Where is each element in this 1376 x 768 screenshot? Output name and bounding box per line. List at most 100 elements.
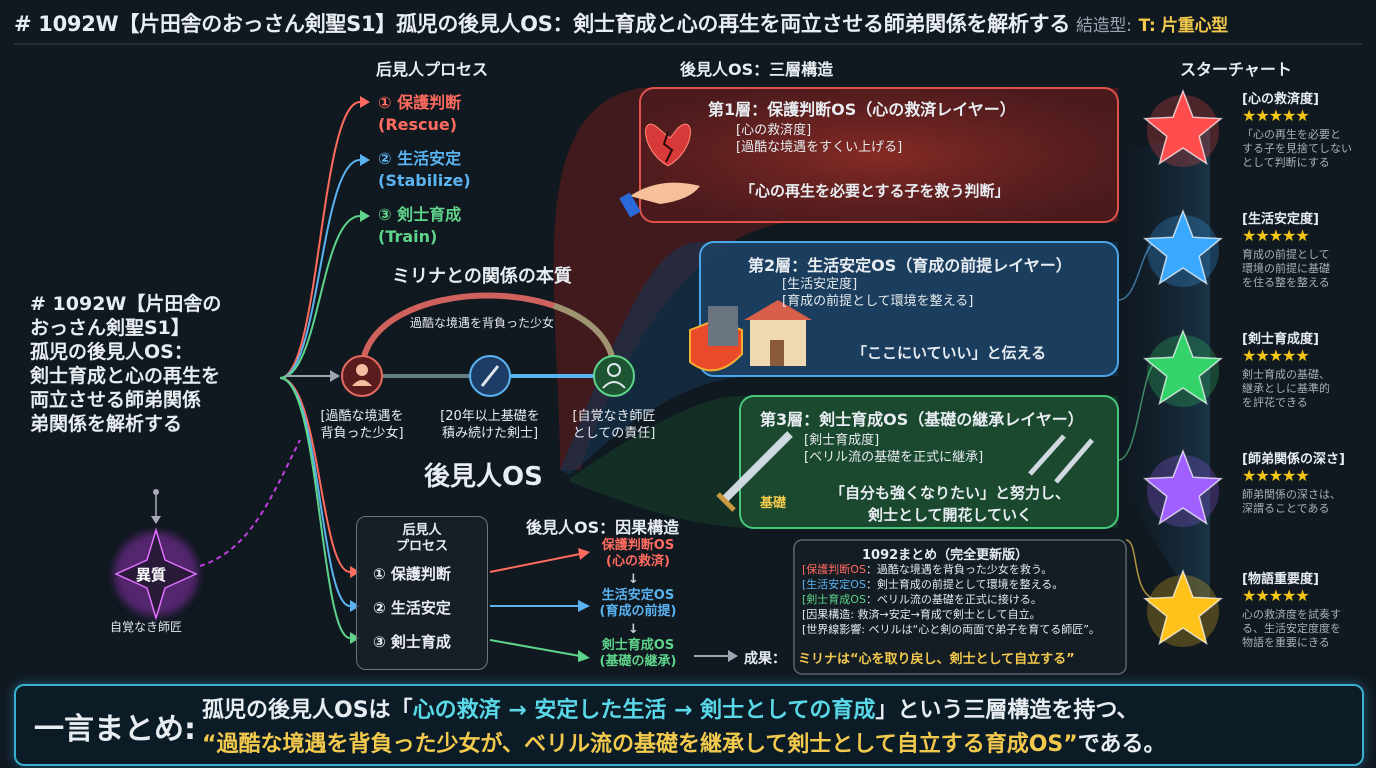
summary-line2-part: である。 bbox=[1077, 732, 1166, 757]
causal-step-rescue: ① 保護判断 bbox=[373, 565, 451, 583]
summary-line-text: : 救済→安定→育成で剣士として自立。 bbox=[850, 608, 1041, 621]
causal-node-rescue: 保護判断OS (心の救済) bbox=[588, 538, 688, 570]
causal-step-train: ③ 剣士育成 bbox=[373, 633, 451, 651]
causal-node-stabilize-l1: 生活安定OS bbox=[601, 588, 675, 603]
star-item-description: 物語を重要にきる bbox=[1242, 636, 1330, 649]
process-rescue-en: (Rescue) bbox=[378, 115, 458, 134]
summary-line: [世界線影響: ベリルは“心と剣の両面で弟子を育てる師匠”。 bbox=[802, 622, 1100, 637]
main-title-line: 剣士育成と心の再生を bbox=[30, 365, 221, 387]
main-title-line: # 1092W【片田舎の bbox=[30, 293, 222, 315]
relation-node-master-line1: [自覚なき師匠 bbox=[572, 409, 656, 424]
structure-type-label: 結造型: bbox=[1076, 16, 1132, 36]
process-rescue-label: ① 保護判断 bbox=[378, 93, 462, 112]
star-item: [師弟関係の深さ]★★★★★師弟関係の深さは、深謂ることである bbox=[1138, 444, 1370, 554]
layer3-tags: [剣士育成度] [ベリル流の基礎を正式に継承] bbox=[804, 432, 983, 466]
glowing-star-icon bbox=[1143, 448, 1223, 527]
summary-line-text: ：剣士育成の前提として環境を整える。 bbox=[865, 578, 1064, 591]
summary-lines: [保護判断OS：過酷な境遇を背負った少女を救う。 [生活安定OS：剣士育成の前提… bbox=[802, 562, 1100, 637]
relation-node-master: [自覚なき師匠 としての責任] bbox=[564, 408, 664, 442]
star-item: [心の救済度]★★★★★ 「心の再生を必要とする子を見捨てしないとして判断にする bbox=[1138, 84, 1370, 194]
layer1-quote: 「心の再生を必要とする子を救う判断」 bbox=[740, 182, 1010, 200]
star-item-description: 心の救済度を試奏す bbox=[1242, 608, 1341, 621]
causal-node-rescue-l1: 保護判断OS bbox=[601, 538, 675, 553]
causal-step-stabilize: ② 生活安定 bbox=[373, 599, 451, 617]
star-rating: ★★★★★ bbox=[1242, 106, 1310, 125]
one-line-summary: 一言まとめ: 孤児の後見人OSは「心の救済 → 安定した生活 → 剣士としての育… bbox=[14, 684, 1364, 766]
starchart-section-title: スターチャート bbox=[1180, 60, 1292, 79]
summary-title: 1092まとめ（完全更新版） bbox=[862, 548, 1029, 563]
process-item-train: ③ 剣士育成 (Train) bbox=[378, 204, 461, 248]
causal-node-stabilize: 生活安定OS (育成の前提) bbox=[588, 588, 688, 620]
os-label: 後見人OS bbox=[424, 462, 543, 492]
layer1-title: 第1層：保護判断OS（心の救済レイヤー） bbox=[708, 100, 1016, 119]
causal-node-train: 剣士育成OS (基礎の継承) bbox=[588, 638, 688, 670]
layers-section-title: 後見人OS：三層構造 bbox=[680, 60, 834, 79]
glowing-star-icon bbox=[1143, 208, 1223, 287]
star-item-description: 「心の再生を必要と bbox=[1242, 128, 1341, 141]
main-title-line: おっさん剣聖S1】 bbox=[30, 317, 190, 339]
main-title-line: 弟関係を解析する bbox=[30, 413, 183, 435]
layer3-quote-line1: 「自分も強くなりたい」と努力し、 bbox=[829, 484, 1070, 502]
main-title-block: # 1092W【片田舎の おっさん剣聖S1】 孤児の後見人OS： 剣士育成と心の… bbox=[30, 292, 221, 436]
star-item: [生活安定度]★★★★★育成の前提として環境の前提に基礎を住る整を整える bbox=[1138, 204, 1370, 314]
layer2-title: 第2層：生活安定OS（育成の前提レイヤー） bbox=[748, 256, 1072, 275]
layer3-tag2: [ベリル流の基礎を正式に継承] bbox=[804, 450, 984, 465]
star-item-title: [心の救済度] bbox=[1242, 92, 1319, 107]
layer2-tags: [生活安定度] [育成の前提として環境を整える] bbox=[782, 276, 973, 310]
glowing-star-icon bbox=[1143, 568, 1223, 647]
summary-line-text: ：ベリル流の基礎を正式に接ける。 bbox=[865, 593, 1042, 606]
glowing-star-icon bbox=[1143, 88, 1223, 167]
causal-node-train-l2: (基礎の継承) bbox=[599, 654, 677, 669]
summary-line-text: ：過酷な境遇を背負った少女を救う。 bbox=[865, 563, 1053, 576]
star-rating: ★★★★★ bbox=[1242, 226, 1310, 245]
summary-line1-part: 孤児の後見人OSは「 bbox=[202, 698, 413, 723]
relation-node-swordsman-line1: [20年以上基礎を bbox=[440, 409, 540, 424]
star-rating: ★★★★★ bbox=[1242, 466, 1310, 485]
glowing-star-icon bbox=[1143, 328, 1223, 407]
star-item-title: [物語重要度] bbox=[1242, 572, 1319, 587]
summary-line: [生活安定OS：剣士育成の前提として環境を整える。 bbox=[802, 577, 1100, 592]
star-chart: [心の救済度]★★★★★「心の再生を必要とする子を見捨てしないとして判断にする[… bbox=[1138, 84, 1370, 676]
star-item-description: 師弟関係の深さは、 bbox=[1242, 488, 1341, 501]
star-item-description: を住る整を整える bbox=[1242, 276, 1330, 289]
layer1-tag2: [過酷な境遇をすくい上げる] bbox=[736, 140, 903, 155]
layer2-tag2: [育成の前提として環境を整える] bbox=[782, 294, 974, 309]
layer2-tag1: [生活安定度] bbox=[782, 277, 858, 292]
summary-line-tag: [世界線影響 bbox=[802, 623, 862, 636]
star-item: [剣士育成度]★★★★★剣士育成の基礎、継承としに基準的を評花できる bbox=[1138, 324, 1370, 434]
one-line-summary-label: 一言まとめ: bbox=[34, 712, 196, 747]
star-item: [物語重要度]★★★★★心の救済度を試奏する、生活安定度度を物語を重要にきる bbox=[1138, 564, 1370, 674]
star-item-description: を評花できる bbox=[1242, 396, 1308, 409]
star-item-description: 深謂ることである bbox=[1242, 502, 1330, 515]
summary-line: [因果構造: 救済→安定→育成で剣士として自立。 bbox=[802, 607, 1100, 622]
layer1-tag1: [心の救済度] bbox=[736, 123, 812, 138]
causal-process-box: 后見人 プロセス ① 保護判断 ② 生活安定 ③ 剣士育成 bbox=[356, 516, 488, 670]
process-train-en: (Train) bbox=[378, 227, 438, 246]
star-item-description: する子を見捨てしない bbox=[1242, 142, 1352, 155]
process-train-label: ③ 剣士育成 bbox=[378, 205, 462, 224]
summary-line: [剣士育成OS：ベリル流の基礎を正式に接ける。 bbox=[802, 592, 1100, 607]
summary-line-tag: [剣士育成OS bbox=[802, 593, 866, 606]
result-text: ミリナは“心を取り戻し、剣士として自立する” bbox=[798, 652, 1075, 667]
causal-node-stabilize-l2: (育成の前提) bbox=[599, 604, 677, 619]
main-title-line: 両立させる師弟関係 bbox=[30, 389, 202, 411]
relation-arc-label: 過酷な境遇を背負った少女 bbox=[410, 316, 555, 330]
star-item-description: として判断にする bbox=[1242, 156, 1330, 169]
star-item-description: る、生活安定度度を bbox=[1242, 622, 1341, 635]
summary-line-text: : ベリルは“心と剣の両面で弟子を育てる師匠”。 bbox=[861, 623, 1100, 636]
causal-box-title-line1: 后見人 bbox=[402, 523, 442, 538]
structure-type-value: T: 片重心型 bbox=[1138, 16, 1229, 36]
summary-line-tag: [保護判断OS bbox=[802, 563, 866, 576]
star-item-description: 剣士育成の基礎、 bbox=[1242, 368, 1330, 381]
process-stabilize-label: ② 生活安定 bbox=[378, 149, 462, 168]
summary-line1-part: 」という三層構造を持つ、 bbox=[875, 698, 1139, 723]
star-item-description: 継承としに基準的 bbox=[1242, 382, 1330, 395]
process-item-rescue: ① 保護判断 (Rescue) bbox=[378, 92, 461, 136]
summary-line-tag: [生活安定OS bbox=[802, 578, 866, 591]
relation-node-girl-line2: 背負った少女] bbox=[320, 426, 404, 441]
star-item-title: [生活安定度] bbox=[1242, 212, 1319, 227]
result-label: 成果： bbox=[744, 651, 786, 667]
relation-node-swordsman-line2: 積み続けた剣士] bbox=[441, 426, 539, 441]
summary-line: [保護判断OS：過酷な境遇を背負った少女を救う。 bbox=[802, 562, 1100, 577]
causal-box-title: 后見人 プロセス bbox=[357, 523, 487, 555]
